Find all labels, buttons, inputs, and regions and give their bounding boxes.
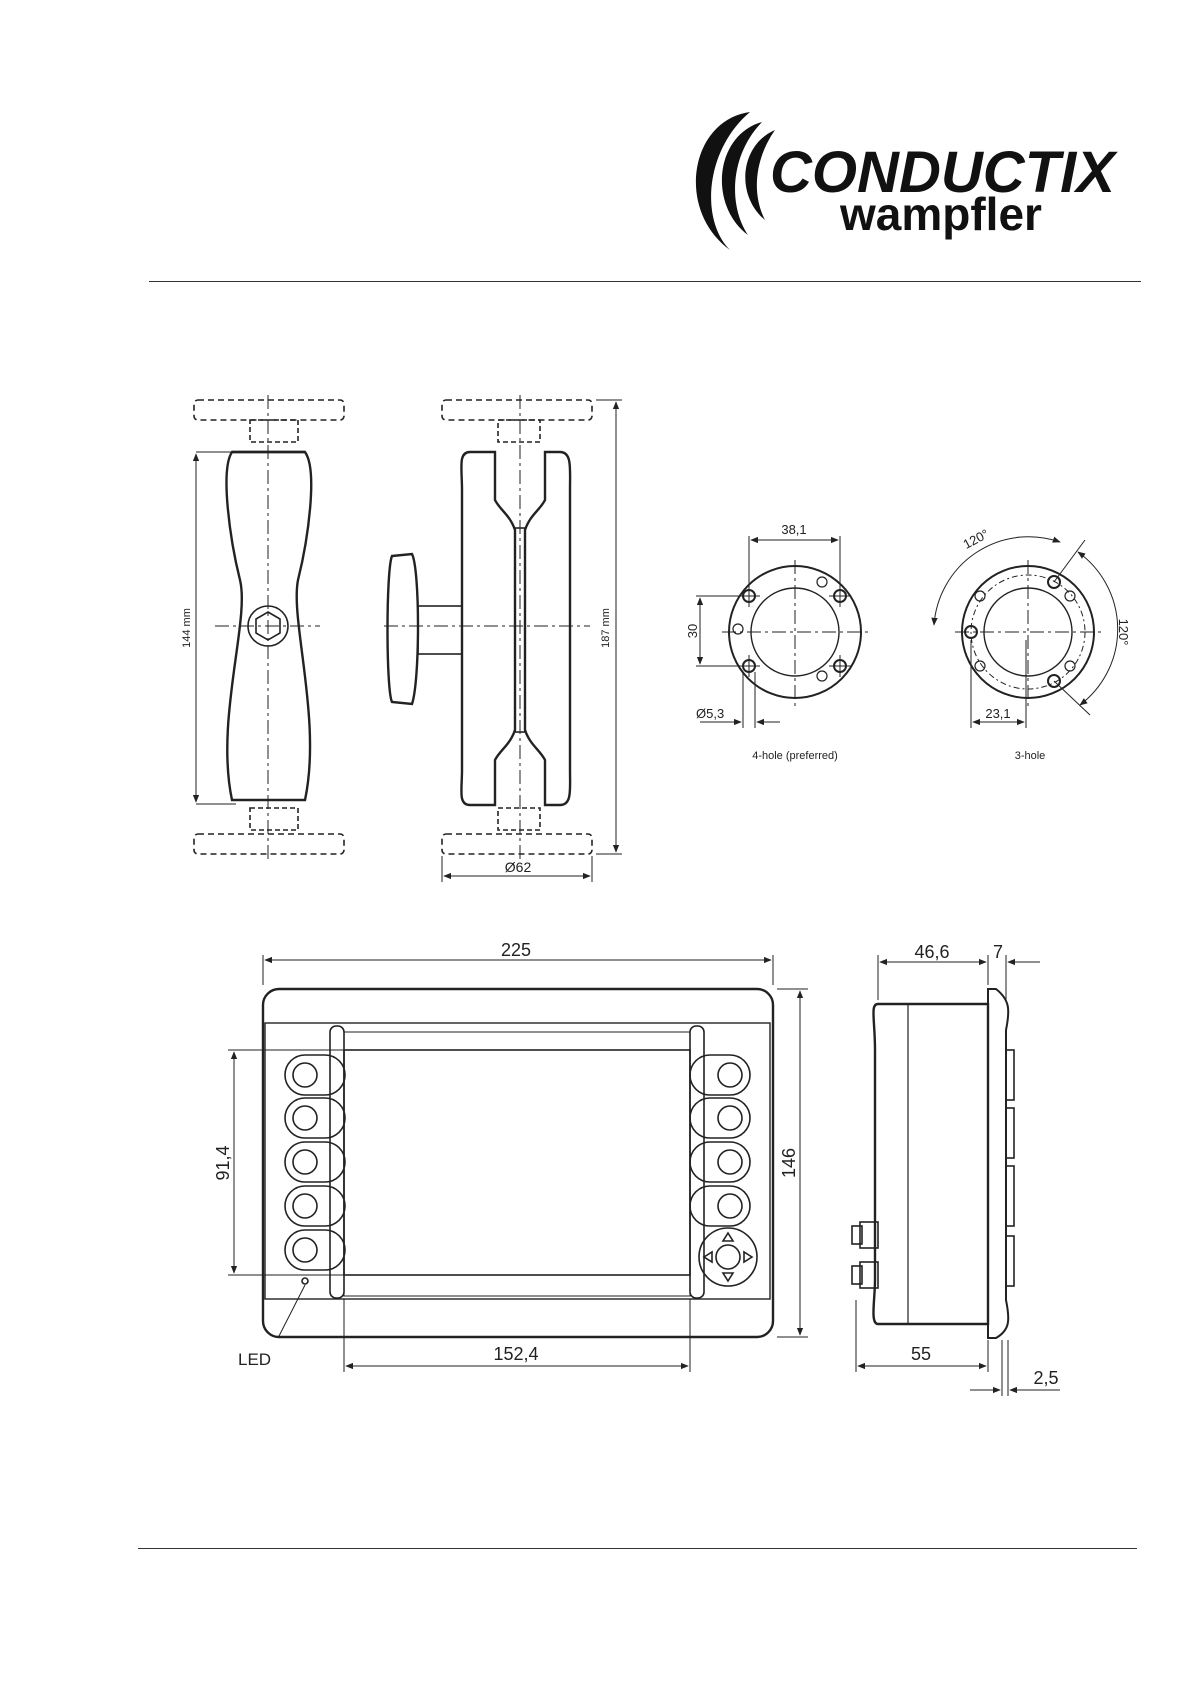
- display-front-view: [228, 955, 808, 1372]
- led-indicator: [302, 1278, 308, 1284]
- dim-height-144: 144 mm: [181, 608, 193, 648]
- caption-hole4: 4-hole (preferred): [752, 750, 838, 762]
- navigation-pad-icon: [699, 1228, 757, 1286]
- dim-front-height: 146: [779, 1148, 799, 1178]
- dim-hole3-width: 23,1: [985, 706, 1010, 721]
- right-button-column: [690, 1055, 750, 1226]
- caption-hole3: 3-hole: [1015, 750, 1046, 762]
- dim-side-flange: 7: [993, 942, 1003, 962]
- dim-front-width: 225: [501, 940, 531, 960]
- dim-hole4-width: 38,1: [781, 522, 806, 537]
- display-side-view: [852, 955, 1060, 1396]
- three-hole-pattern: [934, 537, 1118, 728]
- dim-base-diameter: Ø62: [505, 859, 532, 875]
- dim-side-gap: 2,5: [1033, 1368, 1058, 1388]
- dim-hole3-angle-top: 120°: [960, 526, 991, 552]
- dim-screen-width: 152,4: [493, 1344, 538, 1364]
- dim-height-187: 187 mm: [600, 608, 612, 648]
- dim-hole4-height: 30: [685, 624, 700, 638]
- led-label: LED: [238, 1350, 271, 1369]
- left-button-column: [285, 1055, 345, 1270]
- mount-front-view: [194, 395, 344, 860]
- four-hole-pattern: [696, 536, 868, 728]
- dim-side-body: 55: [911, 1344, 931, 1364]
- dim-screen-height: 91,4: [213, 1145, 233, 1180]
- dim-side-depth: 46,6: [914, 942, 949, 962]
- dim-hole3-angle-right: 120°: [1116, 619, 1131, 646]
- dim-hole4-diameter: Ø5,3: [696, 706, 724, 721]
- mount-side-view: [384, 395, 622, 882]
